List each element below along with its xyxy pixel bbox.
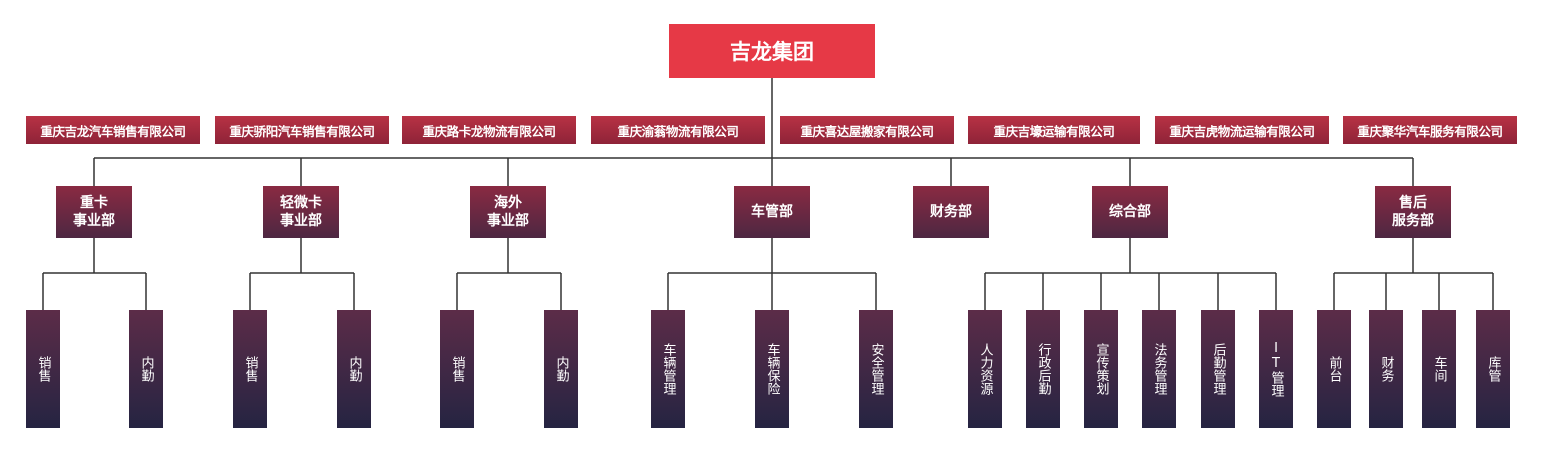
company-node: 重庆吉虎物流运输有限公司 (1155, 116, 1329, 144)
sub-department-node: 内勤 (337, 310, 371, 428)
department-node: 财务部 (913, 186, 989, 238)
department-node: 重卡事业部 (56, 186, 132, 238)
sub-department-node: 销售 (233, 310, 267, 428)
sub-department-node: 库管 (1476, 310, 1510, 428)
department-node: 轻微卡事业部 (263, 186, 339, 238)
sub-department-node: 车辆管理 (651, 310, 685, 428)
department-node: 售后服务部 (1375, 186, 1451, 238)
root-node-group: 吉龙集团 (669, 24, 875, 78)
sub-department-node: 安全管理 (859, 310, 893, 428)
sub-department-node: 销售 (26, 310, 60, 428)
sub-department-node: 行政后勤 (1026, 310, 1060, 428)
department-node: 综合部 (1092, 186, 1168, 238)
sub-department-node: 前台 (1317, 310, 1351, 428)
sub-department-node: 车辆保险 (755, 310, 789, 428)
sub-department-node: 宣传策划 (1084, 310, 1118, 428)
sub-department-node: 车间 (1422, 310, 1456, 428)
sub-department-node: 财务 (1369, 310, 1403, 428)
department-node: 海外事业部 (470, 186, 546, 238)
sub-department-node: 后勤管理 (1201, 310, 1235, 428)
sub-department-node: 法务管理 (1142, 310, 1176, 428)
company-node: 重庆吉龙汽车销售有限公司 (26, 116, 200, 144)
sub-department-node: 内勤 (129, 310, 163, 428)
department-node: 车管部 (734, 186, 810, 238)
company-node: 重庆吉壕运输有限公司 (968, 116, 1140, 144)
company-node: 重庆骄阳汽车销售有限公司 (215, 116, 389, 144)
company-node: 重庆喜达屋搬家有限公司 (780, 116, 954, 144)
company-node: 重庆聚华汽车服务有限公司 (1343, 116, 1517, 144)
company-node: 重庆渝蓊物流有限公司 (591, 116, 765, 144)
sub-department-node: 人力资源 (968, 310, 1002, 428)
sub-department-node: IT管理 (1259, 310, 1293, 428)
sub-department-node: 内勤 (544, 310, 578, 428)
company-node: 重庆路卡龙物流有限公司 (402, 116, 576, 144)
sub-department-node: 销售 (440, 310, 474, 428)
